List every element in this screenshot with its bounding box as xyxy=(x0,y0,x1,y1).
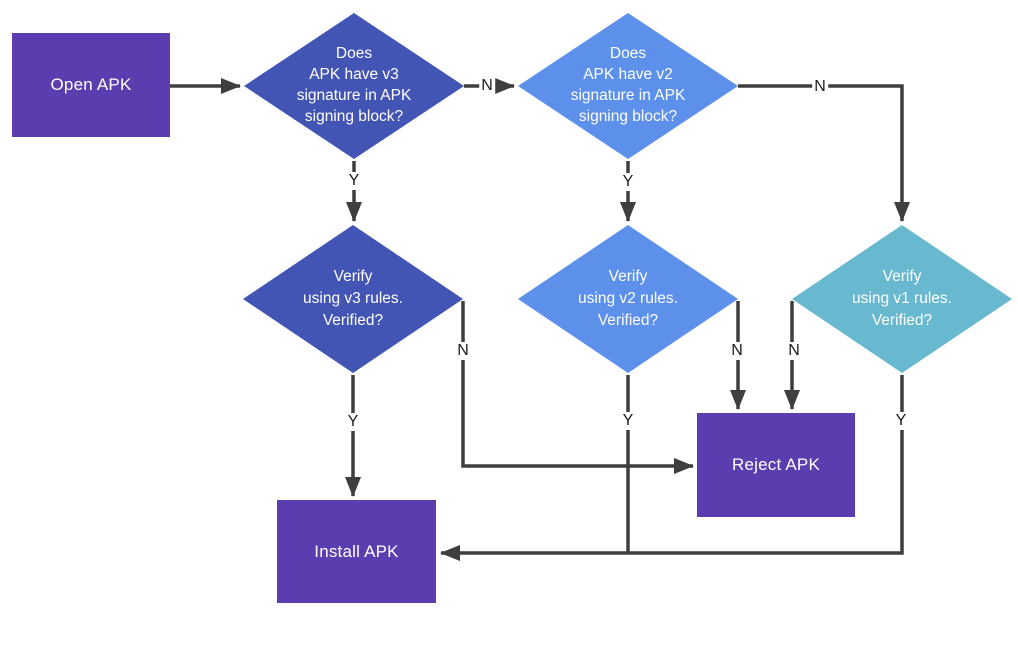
verify-v2-line-2: using v2 rules. xyxy=(578,290,678,307)
node-verify-v3-label: Verify using v3 rules. Verified? xyxy=(251,266,455,332)
edge-label-q-v2-no: N xyxy=(812,78,828,96)
node-open-apk-label: Open APK xyxy=(50,75,132,94)
q-v3-line-4: signing block? xyxy=(304,108,404,125)
q-v3-line-2: APK have v3 xyxy=(309,66,399,83)
node-q-v2-label: Does APK have v2 signature in APK signin… xyxy=(526,43,730,127)
node-reject-apk: Reject APK xyxy=(697,413,855,517)
node-open-apk: Open APK xyxy=(12,33,170,137)
verify-v3-line-2: using v3 rules. xyxy=(303,290,403,307)
diamond-verify-v1 xyxy=(792,225,1012,373)
diamond-verify-v3 xyxy=(243,225,463,373)
q-v2-line-2: APK have v2 xyxy=(583,66,673,83)
node-reject-apk-label: Reject APK xyxy=(732,455,820,474)
edge-label-verify-v2-no: N xyxy=(729,342,745,360)
verify-v3-line-3: Verified? xyxy=(322,312,384,329)
node-install-apk-label: Install APK xyxy=(314,541,399,561)
q-v2-line-4: signing block? xyxy=(578,108,678,125)
edge-label-verify-v2-yes: Y xyxy=(620,412,636,430)
q-v3-line-1: Does xyxy=(335,45,373,62)
edge-label-q-v2-yes: Y xyxy=(620,173,636,191)
verify-v3-line-1: Verify xyxy=(333,268,373,285)
verify-v2-line-1: Verify xyxy=(608,268,648,285)
node-verify-v2-label: Verify using v2 rules. Verified? xyxy=(526,266,730,332)
verify-v1-line-2: using v1 rules. xyxy=(852,290,952,307)
diamond-q-v2 xyxy=(518,13,738,159)
diamond-q-v3 xyxy=(244,13,464,159)
q-v2-line-3: signature in APK xyxy=(570,87,686,104)
node-install-apk: Install APK xyxy=(277,500,436,603)
edge-label-verify-v1-yes: Y xyxy=(893,412,909,430)
verify-v1-line-1: Verify xyxy=(882,268,922,285)
edge-label-q-v3-yes: Y xyxy=(346,172,362,190)
node-q-v3-label: Does APK have v3 signature in APK signin… xyxy=(252,43,456,127)
edge-q-v2-no xyxy=(738,84,910,222)
q-v3-line-3: signature in APK xyxy=(296,87,412,104)
edge-verify-v1-yes xyxy=(440,375,904,561)
q-v2-line-1: Does xyxy=(609,45,647,62)
node-verify-v1-label: Verify using v1 rules. Verified? xyxy=(800,266,1004,332)
edge-label-verify-v3-yes: Y xyxy=(345,413,361,431)
edge-label-verify-v1-no: N xyxy=(786,342,802,360)
verify-v1-line-3: Verified? xyxy=(871,312,933,329)
edge-label-verify-v3-no: N xyxy=(455,342,471,360)
diamond-verify-v2 xyxy=(518,225,738,373)
edge-label-q-v3-no: N xyxy=(479,77,495,95)
verify-v2-line-3: Verified? xyxy=(597,312,659,329)
